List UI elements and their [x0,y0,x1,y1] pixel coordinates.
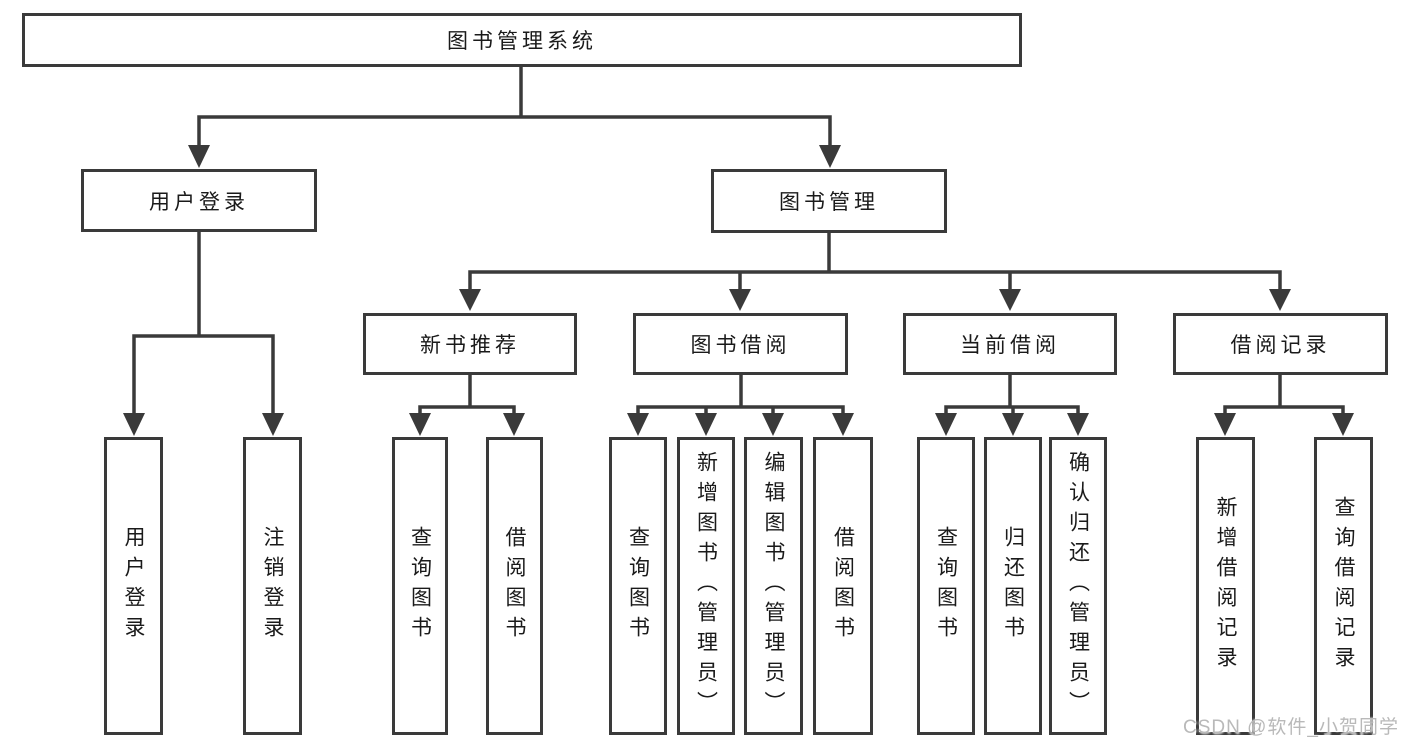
node-label: 图书管理系统 [447,30,597,53]
node-borrow-records: 借阅记录 [1173,313,1388,375]
node-label: 用户登录 [149,190,249,214]
arrowhead [729,289,751,311]
connector-line [132,334,275,414]
node-label: 图书借阅 [690,334,791,357]
node-book-management: 图书管理 [711,169,947,233]
arrowhead [1002,413,1024,436]
arrowhead [262,413,284,436]
leaf-edit-book-admin: 编辑图书（管理员） [744,437,803,735]
leaf-query-books-current: 查询图书 [917,437,975,735]
leaf-query-borrow-record: 查询借阅记录 [1314,437,1373,735]
connector-current-borrow [935,375,1089,436]
leaf-add-book-admin: 新增图书（管理员） [677,437,735,735]
node-label: 用户登录 [122,526,145,646]
arrowhead [1269,289,1291,311]
arrowhead [832,413,854,436]
connector-line [418,405,516,415]
arrowhead [503,413,525,436]
leaf-borrow-books-recommend: 借阅图书 [486,437,543,735]
leaf-confirm-return-admin: 确认归还（管理员） [1049,437,1107,735]
node-label: 借阅图书 [831,526,855,646]
node-label: 借阅记录 [1230,334,1331,357]
connector-line [1223,405,1345,415]
arrowhead [999,289,1021,311]
node-label: 新增图书（管理员） [694,451,718,721]
connector-user-login [123,232,284,436]
leaf-logout-login: 注销登录 [243,437,302,735]
leaf-user-login: 用户登录 [104,437,163,735]
leaf-borrow-books: 借阅图书 [813,437,873,735]
arrowhead [819,145,841,168]
arrowhead [695,413,717,436]
arrowhead [1067,413,1089,436]
node-user-login: 用户登录 [81,169,317,232]
connector-borrow-records [1214,375,1354,436]
connector-book-borrow [627,375,854,436]
connector-root [188,67,841,168]
node-label: 查询图书 [408,526,432,646]
connector-new-book-recommend [409,375,525,436]
node-new-book-recommend: 新书推荐 [363,313,577,375]
leaf-query-books-recommend: 查询图书 [392,437,448,735]
arrowhead [188,145,210,168]
node-label: 查询图书 [934,526,958,646]
connector-book-management [459,233,1291,311]
node-label: 当前借阅 [960,334,1060,357]
arrowhead [409,413,431,436]
leaf-add-borrow-record: 新增借阅记录 [1196,437,1255,735]
node-label: 借阅图书 [503,526,526,646]
node-current-borrow: 当前借阅 [903,313,1117,375]
arrowhead [459,289,481,311]
connector-line [197,115,832,148]
arrowhead [123,413,145,436]
connector-line [636,405,845,415]
node-label: 注销登录 [261,526,284,646]
connector-line [468,270,1282,291]
arrowhead [1332,413,1354,436]
node-label: 归还图书 [1001,526,1025,646]
node-label: 确认归还（管理员） [1066,451,1090,721]
csdn-watermark: CSDN @软件_小贺同学 [1183,717,1399,738]
node-label: 编辑图书（管理员） [762,451,785,721]
arrowhead [627,413,649,436]
connector-line [738,272,1012,291]
node-label: 新书推荐 [420,334,520,357]
arrowhead [762,413,784,436]
node-label: 新增借阅记录 [1214,496,1237,676]
node-book-borrow: 图书借阅 [633,313,848,375]
node-label: 查询图书 [626,526,650,646]
leaf-return-book: 归还图书 [984,437,1042,735]
arrowhead [1214,413,1236,436]
leaf-query-books-borrow: 查询图书 [609,437,667,735]
node-label: 查询借阅记录 [1332,496,1355,676]
arrowhead [935,413,957,436]
node-label: 图书管理 [779,191,879,214]
node-library-system: 图书管理系统 [22,13,1022,67]
